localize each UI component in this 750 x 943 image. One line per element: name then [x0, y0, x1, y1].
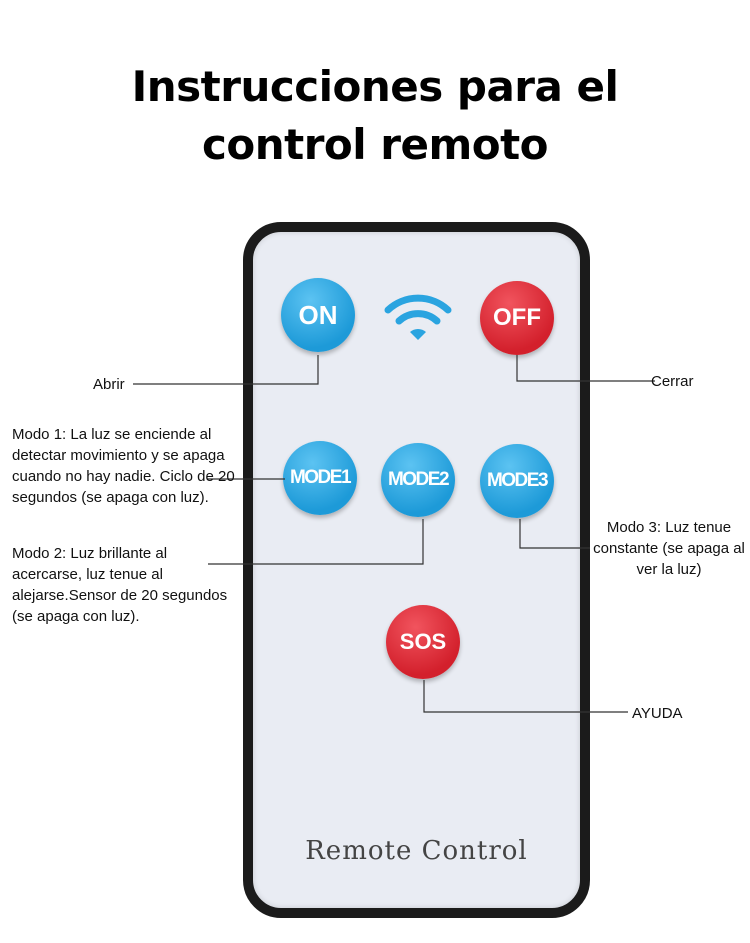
label-sos: AYUDA [632, 705, 683, 722]
title-line-1: Instrucciones para el [131, 62, 619, 111]
mode3-button-label: MODE3 [486, 470, 549, 491]
callout-line-sos [423, 680, 628, 713]
brand-text: Remote Control [305, 836, 528, 866]
mode1-button[interactable]: MODE1 [283, 441, 357, 515]
label-mode2: Modo 2: Luz brillante al acercarse, luz … [12, 545, 228, 625]
on-button-label: ON [298, 299, 338, 330]
callout-line-off [516, 355, 655, 382]
label-mode1: Modo 1: La luz se enciende al detectar m… [12, 426, 235, 506]
wifi-icon [384, 294, 452, 340]
sos-button-label: SOS [399, 629, 447, 654]
sos-button[interactable]: SOS [386, 605, 460, 679]
label-off: Cerrar [651, 373, 694, 390]
title-line-2: control remoto [201, 120, 549, 169]
page-title: Instrucciones para el control remoto [0, 58, 750, 174]
label-mode3: Modo 3: Luz tenue constante (se apaga al… [593, 519, 745, 578]
on-button[interactable]: ON [281, 278, 355, 352]
mode2-button-label: MODE2 [387, 469, 450, 490]
callout-line-mode2 [208, 519, 424, 565]
callout-line-mode3 [519, 519, 590, 549]
mode3-button[interactable]: MODE3 [480, 444, 554, 518]
mode1-button-label: MODE1 [289, 467, 352, 488]
off-button[interactable]: OFF [480, 281, 554, 355]
callout-line-on [133, 355, 319, 385]
label-on: Abrir [93, 376, 125, 393]
off-button-label: OFF [493, 304, 541, 331]
mode2-button[interactable]: MODE2 [381, 443, 455, 517]
